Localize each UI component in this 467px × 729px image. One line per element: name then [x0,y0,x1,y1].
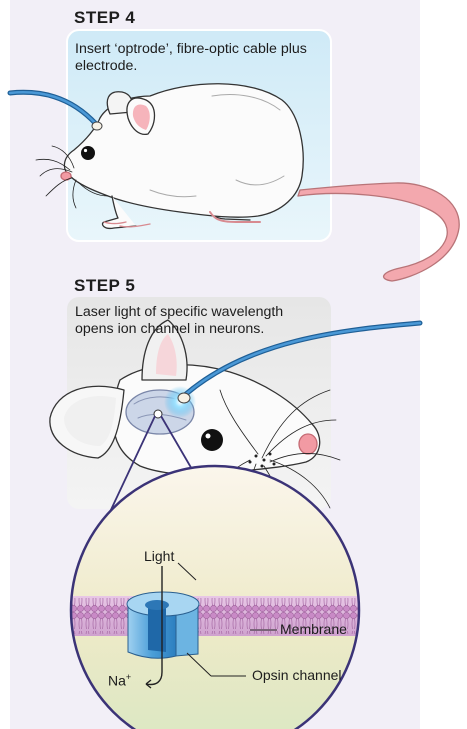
opsin-leader [186,652,212,677]
opsin-channel [126,591,200,659]
ion-arrow [145,671,163,686]
mouse-eye [201,429,223,451]
step5-description: Laser light of specific wavelength opens… [75,304,284,337]
step4-optrode-tip [91,121,103,131]
mouse-tail [297,182,460,282]
step5-title: STEP 5 [74,276,136,295]
step4-description: Insert ‘optrode’, fibre-optic cable plus… [75,41,307,74]
membrane-label: Membrane [280,621,347,637]
sodium-ion-label: Na+ [108,672,131,689]
inset-circle [69,464,361,729]
zoom-point [153,409,163,419]
step4-mouse [35,83,460,282]
mouse-eye [81,146,95,160]
ion-symbol: Na [108,672,126,689]
ion-charge: + [125,672,132,682]
opsin-channel-label: Opsin channel [252,667,342,683]
step4-title: STEP 4 [74,8,136,27]
step5-optrode-tip [177,392,191,404]
light-label: Light [144,548,175,564]
light-leader [177,562,197,581]
step5-mouse-head [49,319,341,527]
